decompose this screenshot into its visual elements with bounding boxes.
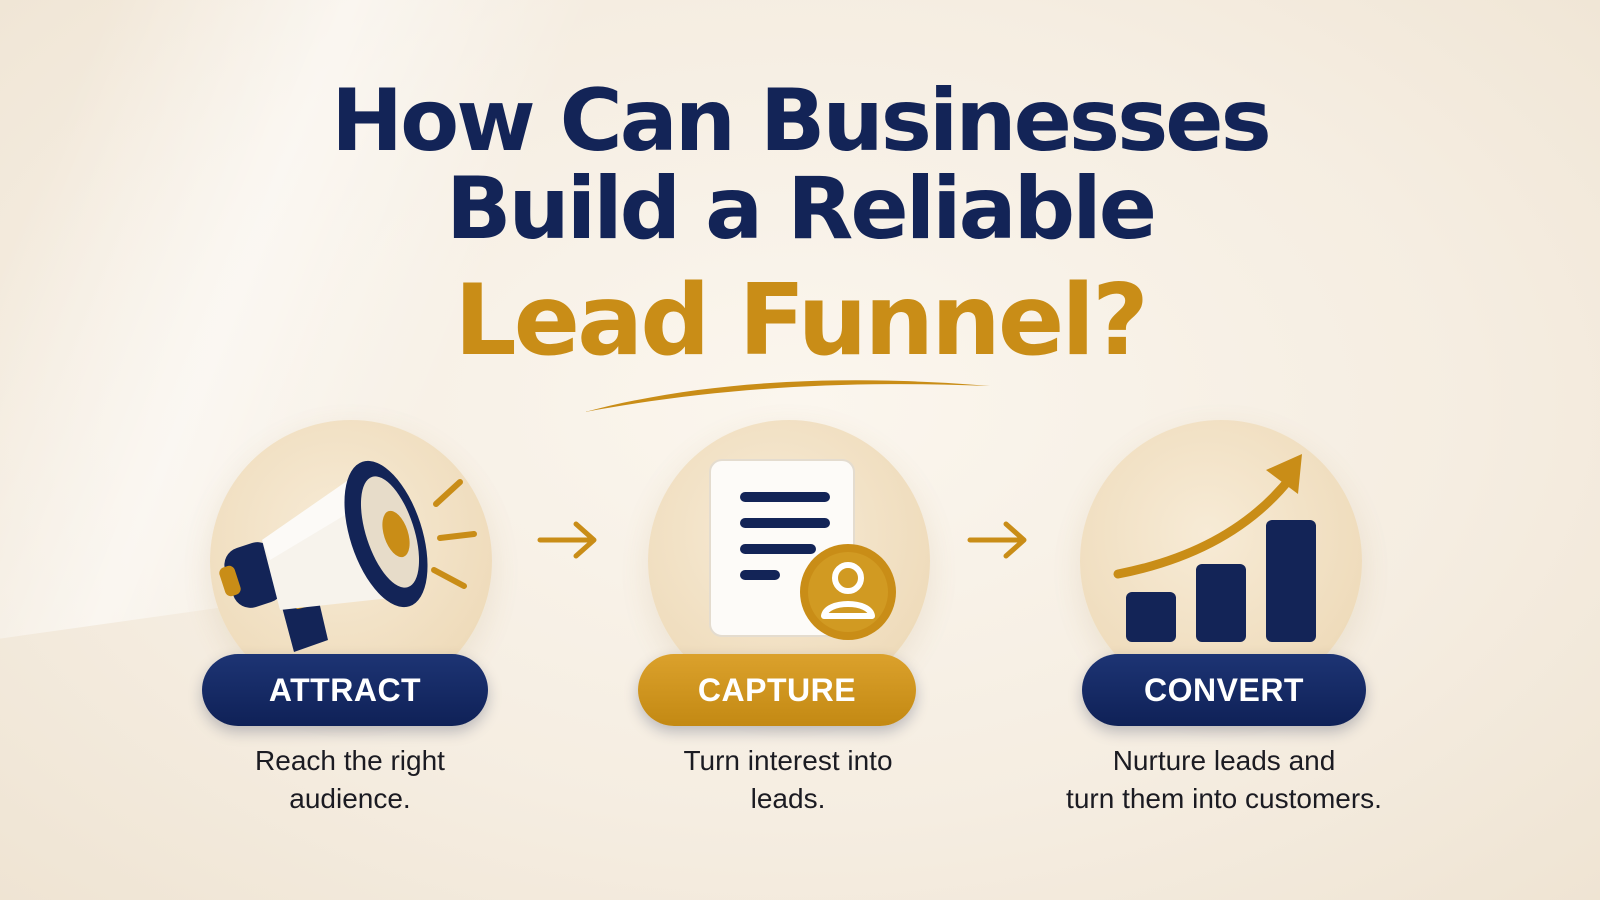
step-convert: CONVERT Nurture leads and turn them into… <box>1010 410 1430 870</box>
headline-line-2: Build a Reliable <box>445 159 1157 259</box>
underline-swoosh <box>585 380 990 412</box>
description-line: leads. <box>750 783 826 814</box>
description-line: audience. <box>289 783 411 814</box>
step-label-pill: CAPTURE <box>638 654 916 726</box>
step-label-pill: ATTRACT <box>202 654 488 726</box>
headline-line-1: How Can Businesses <box>331 71 1272 171</box>
headline-line-3: Lead Funnel? <box>454 264 1149 378</box>
megaphone-icon <box>219 460 477 652</box>
step-attract: ATTRACT Reach the right audience. <box>140 410 560 870</box>
description-line: Reach the right <box>255 745 445 776</box>
lead-form-icon <box>709 459 896 640</box>
step-label-pill: CONVERT <box>1082 654 1366 726</box>
arrow-right-icon <box>967 521 1027 559</box>
step-description: Reach the right audience. <box>140 742 560 818</box>
description-line: turn them into customers. <box>1066 783 1382 814</box>
growth-chart-icon <box>1113 454 1316 642</box>
step-capture: CAPTURE Turn interest into leads. <box>578 410 998 870</box>
step-description: Nurture leads and turn them into custome… <box>1014 742 1434 818</box>
description-line: Turn interest into <box>683 745 893 776</box>
step-description: Turn interest into leads. <box>578 742 998 818</box>
arrow-right-icon <box>537 521 597 559</box>
description-line: Nurture leads and <box>1112 745 1336 776</box>
